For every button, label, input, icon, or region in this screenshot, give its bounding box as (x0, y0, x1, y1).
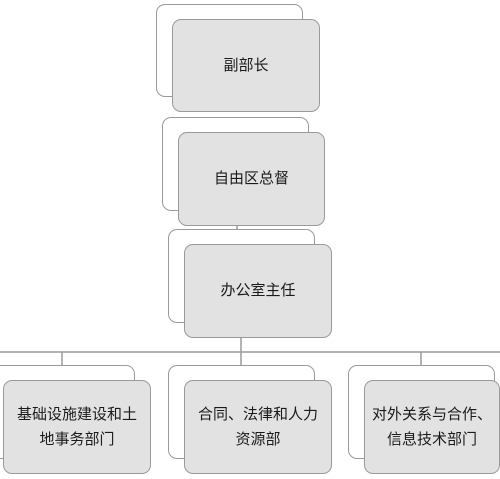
node-external-relations-dept-label: 对外关系与合作、信息技术部门 (371, 404, 492, 449)
node-free-zone-governor-box: 自由区总督 (178, 132, 325, 226)
node-external-relations-dept-box: 对外关系与合作、信息技术部门 (364, 380, 500, 474)
node-contracts-legal-dept-box: 合同、法律和人力资源部 (184, 380, 332, 474)
node-infrastructure-dept-box: 基础设施建设和土地事务部门 (3, 380, 151, 474)
node-infrastructure-dept-label: 基础设施建设和土地事务部门 (16, 404, 137, 449)
node-contracts-legal-dept-label: 合同、法律和人力资源部 (197, 404, 318, 449)
node-office-director-label: 办公室主任 (220, 281, 296, 300)
node-office-director-box: 办公室主任 (184, 244, 332, 338)
node-deputy-minister-box: 副部长 (172, 19, 320, 112)
node-free-zone-governor-label: 自由区总督 (213, 169, 289, 188)
node-deputy-minister-label: 副部长 (223, 55, 269, 74)
